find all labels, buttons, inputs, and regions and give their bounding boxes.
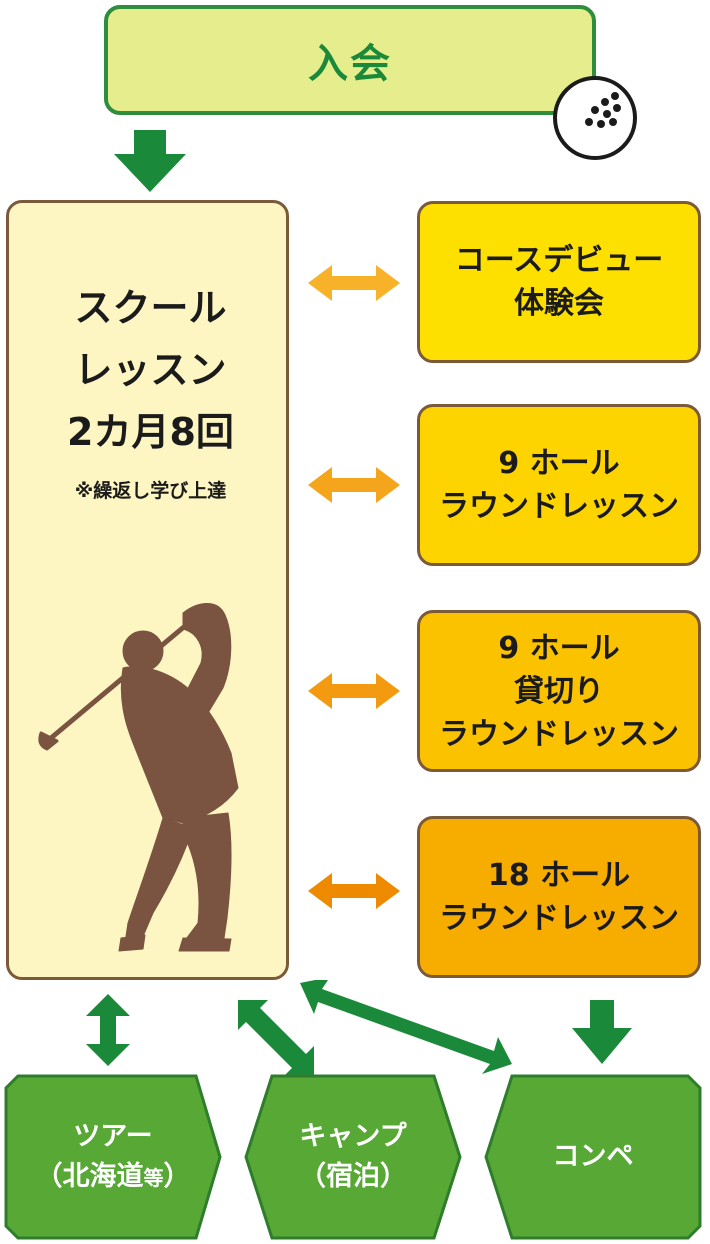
- eighteen-hole-round-line-1: 18 ホール: [487, 858, 631, 893]
- double-arrow-icon: [308, 265, 400, 301]
- camp-line-1: キャンプ: [299, 1121, 407, 1152]
- nine-hole-private-line-2: 貸切り: [514, 673, 604, 709]
- join-label: 入会: [308, 41, 392, 87]
- nine-hole-round-line-2: ラウンドレッスン: [439, 489, 679, 524]
- tour-line-2: （北海道等）: [35, 1160, 191, 1192]
- compe-label: コンペ: [552, 1141, 634, 1172]
- golf-ball-icon: [553, 76, 637, 160]
- school-title-line-1: スクール: [74, 286, 227, 330]
- nine-hole-private-line-3: ラウンドレッスン: [439, 716, 679, 752]
- school-title-line-2: レッスン: [74, 348, 227, 392]
- join-box: 入会: [104, 5, 596, 115]
- course-debut-line-1: コースデビュー: [454, 243, 664, 278]
- double-arrow-icon: [308, 873, 400, 909]
- double-arrow-icon: [308, 673, 400, 709]
- eighteen-hole-round-line-2: ラウンドレッスン: [439, 901, 679, 936]
- camp-line-2: （宿泊）: [299, 1161, 407, 1192]
- nine-hole-round-box: 9 ホール ラウンドレッスン: [417, 404, 701, 566]
- nine-hole-round-line-1: 9 ホール: [498, 446, 620, 481]
- compe-box: コンペ: [484, 1074, 702, 1240]
- nine-hole-private-box: 9 ホール 貸切り ラウンドレッスン: [417, 610, 701, 772]
- golfer-silhouette: [38, 603, 239, 952]
- connection-arrows: [86, 980, 632, 1076]
- tour-box: ツアー （北海道等）: [4, 1074, 222, 1240]
- down-arrow-icon: [114, 130, 186, 192]
- eighteen-hole-round-box: 18 ホール ラウンドレッスン: [417, 816, 701, 978]
- school-note: ※繰返し学び上達: [74, 480, 227, 502]
- camp-box: キャンプ （宿泊）: [244, 1074, 462, 1240]
- course-debut-line-2: 体験会: [514, 286, 604, 321]
- school-lesson-panel: スクール レッスン 2カ月8回 ※繰返し学び上達: [6, 200, 289, 980]
- nine-hole-private-line-1: 9 ホール: [498, 630, 620, 666]
- down-arrow-compe-icon: [572, 1000, 632, 1064]
- diagonal-arrow-camp-icon: [238, 1000, 314, 1076]
- tour-line-1: ツアー: [73, 1120, 153, 1152]
- school-title-line-3: 2カ月8回: [67, 410, 234, 454]
- course-debut-box: コースデビュー 体験会: [417, 201, 701, 363]
- diagonal-arrow-compe-icon: [300, 980, 512, 1074]
- double-arrow-icon: [308, 467, 400, 503]
- vertical-double-arrow-icon: [86, 994, 130, 1066]
